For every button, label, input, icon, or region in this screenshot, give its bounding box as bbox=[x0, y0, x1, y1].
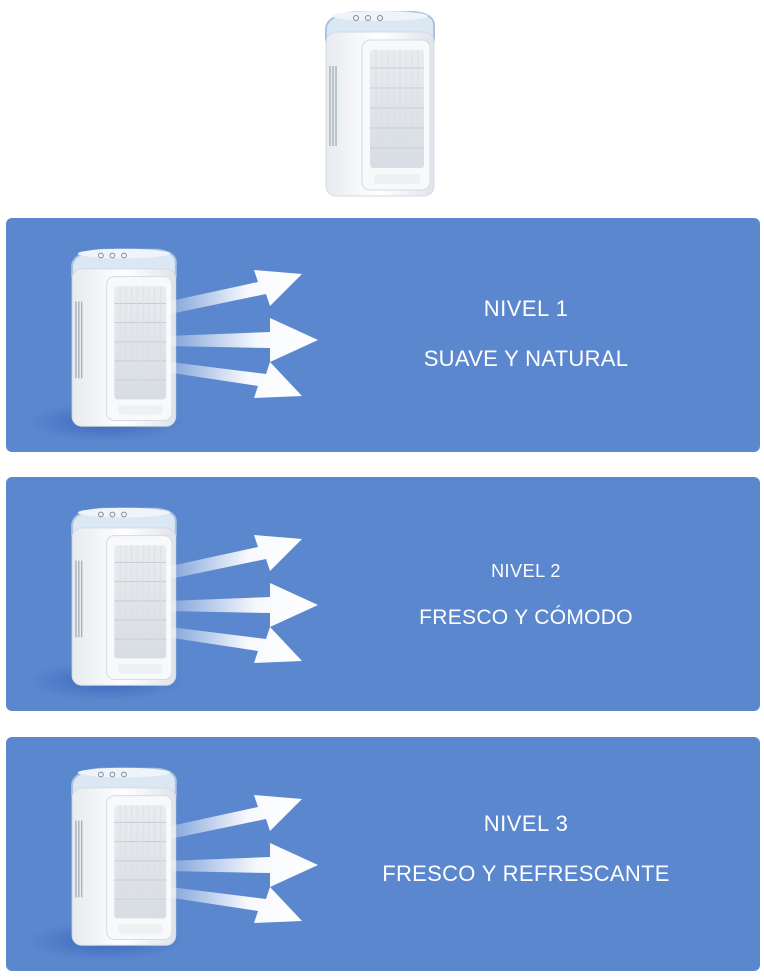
cooler-icon bbox=[62, 503, 182, 691]
cooler-icon bbox=[62, 244, 182, 432]
level-title: NIVEL 3 bbox=[483, 811, 569, 836]
airflow-arrows-icon bbox=[166, 262, 336, 412]
airflow-arrows-icon bbox=[166, 787, 336, 937]
level-description: FRESCO Y CÓMODO bbox=[419, 606, 633, 629]
level-1-panel: NIVEL 1 SUAVE Y NATURAL bbox=[6, 218, 760, 452]
level-title: NIVEL 2 bbox=[491, 561, 561, 581]
level-2-panel: NIVEL 2 FRESCO Y CÓMODO bbox=[6, 477, 760, 711]
hero-cooler-image bbox=[318, 6, 438, 202]
level-3-panel: NIVEL 3 FRESCO Y REFRESCANTE bbox=[6, 737, 760, 971]
airflow-arrows-icon bbox=[166, 527, 336, 677]
level-title: NIVEL 1 bbox=[483, 296, 569, 321]
level-description: FRESCO Y REFRESCANTE bbox=[382, 861, 670, 886]
level-description: SUAVE Y NATURAL bbox=[423, 346, 629, 371]
cooler-icon bbox=[318, 6, 438, 202]
cooler-icon bbox=[62, 763, 182, 951]
